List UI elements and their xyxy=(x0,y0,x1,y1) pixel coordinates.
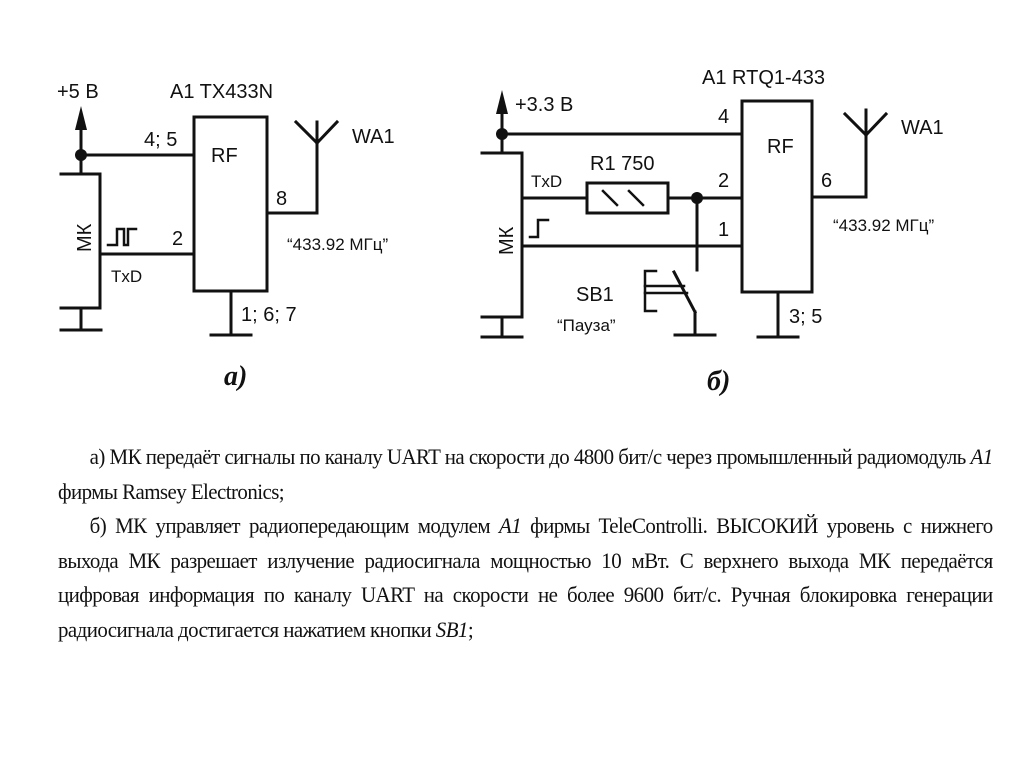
supply-arrow-icon xyxy=(496,90,508,136)
supply-label-a: +5 В xyxy=(57,81,99,103)
supply-label-b: +3.3 В xyxy=(515,94,573,116)
mcu-b xyxy=(480,151,524,339)
antenna-icon xyxy=(842,108,889,138)
rf-label-b: RF xyxy=(767,136,794,158)
frequency-label-b: “433.92 МГц” xyxy=(833,216,934,235)
module-label-a: A1 TX433N xyxy=(170,81,273,103)
antenna-wire xyxy=(265,141,319,215)
resistor-r1 xyxy=(585,181,670,215)
schematics: +5 В МК TxD RF A1 TX433N 4; 5 2 WA1 8 “4… xyxy=(57,67,944,397)
pin-gnd-a: 1; 6; 7 xyxy=(241,304,297,326)
antenna-wire xyxy=(810,133,868,199)
resistor-label: R1 750 xyxy=(590,153,655,175)
button-label: SB1 xyxy=(576,284,614,306)
caption: а) МК передаёт сигналы по каналу UART на… xyxy=(58,440,993,647)
pin-enable-b: 1 xyxy=(718,219,729,241)
txd-label-a: TxD xyxy=(111,267,142,286)
figure-label-b: б) xyxy=(707,366,730,397)
mcu-a xyxy=(59,172,103,332)
pin-gnd-b: 3; 5 xyxy=(789,306,822,328)
caption-a: а) МК передаёт сигналы по каналу UART на… xyxy=(58,444,993,504)
pulse-train-icon xyxy=(106,227,138,247)
caption-b: б) МК управляет радиопередающим модулем … xyxy=(58,513,993,642)
circuit-a: +5 В МК TxD RF A1 TX433N 4; 5 2 WA1 8 “4… xyxy=(57,81,395,392)
antenna-label-a: WA1 xyxy=(352,126,395,148)
button-name: “Пауза” xyxy=(557,316,616,335)
pin-data-a: 2 xyxy=(172,228,183,250)
pin-ant-a: 8 xyxy=(276,188,287,210)
figure-label-a: а) xyxy=(224,361,247,392)
rf-module-a xyxy=(192,115,269,293)
step-signal-icon xyxy=(528,218,550,239)
pin-ant-b: 6 xyxy=(821,170,832,192)
pin-data-b: 2 xyxy=(718,170,729,192)
pin-power-b: 4 xyxy=(718,106,729,128)
mcu-label-b: МК xyxy=(496,226,518,255)
push-button-icon xyxy=(643,269,717,337)
supply-arrow-icon xyxy=(75,106,87,157)
pin-power-a: 4; 5 xyxy=(144,129,177,151)
frequency-label-a: “433.92 МГц” xyxy=(287,235,388,254)
antenna-icon xyxy=(293,119,340,146)
mcu-label-a: МК xyxy=(74,223,96,252)
txd-label-b: TxD xyxy=(531,172,562,191)
antenna-label-b: WA1 xyxy=(901,117,944,139)
circuit-b: +3.3 В МК TxD R1 750 SB1 xyxy=(480,67,944,397)
rf-module-b xyxy=(740,99,814,294)
module-label-b: A1 RTQ1-433 xyxy=(702,67,825,89)
rf-label-a: RF xyxy=(211,145,238,167)
